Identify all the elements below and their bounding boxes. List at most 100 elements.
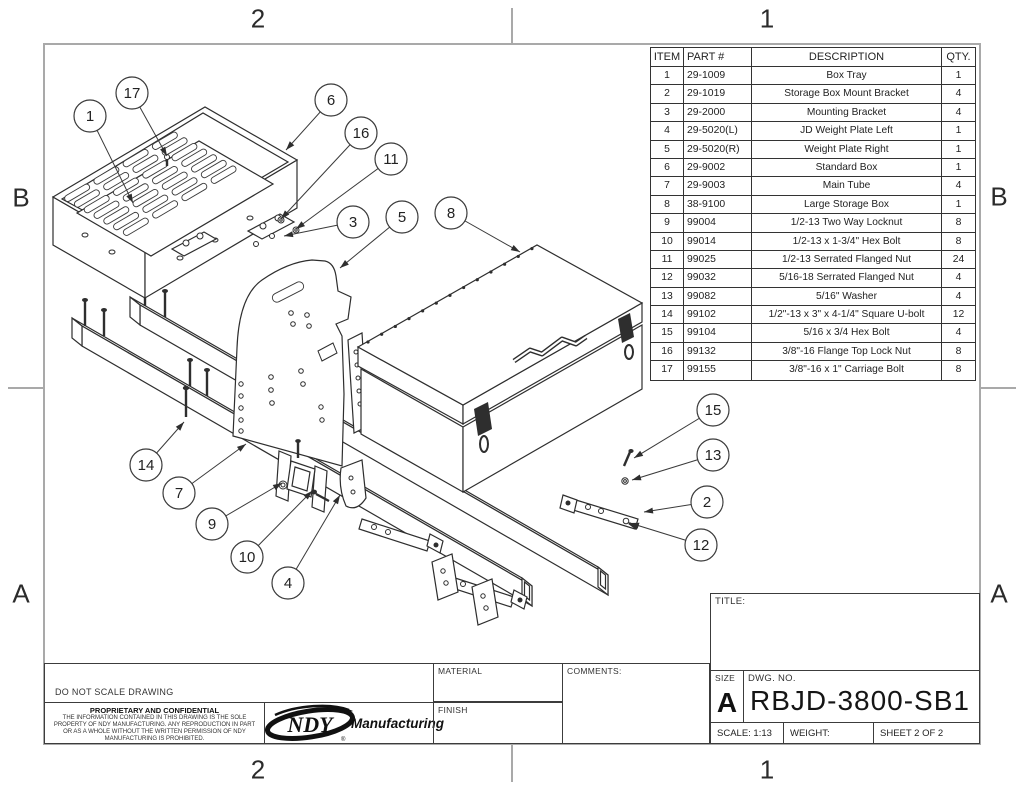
zone-label: B	[990, 181, 1008, 212]
title-cell: TITLE:	[710, 593, 980, 671]
comments-cell: COMMENTS:	[562, 663, 710, 744]
table-cell: 4	[942, 104, 975, 123]
table-cell: 99155	[684, 361, 752, 380]
table-cell: 8	[942, 343, 975, 362]
table-cell: 99004	[684, 214, 752, 233]
mounting-plate	[232, 259, 352, 467]
balloon-number: 1	[86, 108, 94, 125]
table-cell: 5/16-18 Serrated Flanged Nut	[752, 269, 942, 288]
table-cell: 29-2000	[684, 103, 752, 123]
material-cell: MATERIAL	[433, 663, 563, 702]
box-rivets	[366, 247, 534, 344]
size-value: A	[716, 687, 738, 718]
balloon-5	[385, 200, 419, 234]
table-cell: 1	[651, 67, 684, 86]
zone-label: B	[12, 182, 30, 213]
balloon-number: 3	[349, 214, 357, 231]
table-cell: 1/2-13 Serrated Flanged Nut	[752, 250, 942, 270]
tray-slots	[64, 131, 237, 236]
balloon-8	[434, 196, 468, 230]
weight-text: WEIGHT:	[790, 728, 830, 739]
table-cell: 15	[651, 324, 684, 343]
table-cell: 1	[942, 122, 975, 141]
box-handle	[512, 334, 588, 364]
title-label: TITLE:	[715, 596, 746, 607]
table-cell: QTY.	[942, 48, 975, 67]
table-cell: Weight Plate Right	[752, 140, 942, 159]
finish-cell: FINISH	[433, 702, 563, 744]
balloon-number: 9	[208, 516, 216, 533]
table-cell: 12	[651, 269, 684, 288]
balloon-12	[684, 528, 718, 562]
table-cell: PART #	[684, 48, 752, 67]
table-cell: 1	[942, 141, 975, 159]
size-label: SIZE	[715, 673, 736, 683]
table-cell: 1	[942, 196, 975, 215]
balloon-number: 8	[447, 205, 455, 222]
table-cell: JD Weight Plate Left	[752, 122, 942, 141]
table-cell: 99025	[684, 250, 752, 270]
table-cell: 14	[651, 306, 684, 325]
table-cell: 29-1019	[684, 85, 752, 104]
proprietary-heading: PROPRIETARY AND CONFIDENTIAL	[89, 706, 220, 715]
table-cell: Box Tray	[752, 67, 942, 86]
table-cell: 3/8"-16 Flange Top Lock Nut	[752, 342, 942, 362]
table-cell: 11	[651, 250, 684, 270]
table-cell: 2	[651, 85, 684, 104]
balloon-number: 7	[175, 485, 183, 502]
storage-box	[356, 244, 644, 494]
table-cell: 10	[651, 232, 684, 251]
balloon-number: 13	[705, 447, 722, 464]
table-cell: 1/2-13 x 1-3/4" Hex Bolt	[752, 232, 942, 251]
balloon-13	[696, 438, 730, 472]
table-cell: 38-9100	[684, 195, 752, 215]
balloon-number: 11	[383, 151, 399, 168]
table-cell: 4	[942, 85, 975, 104]
table-cell: Mounting Bracket	[752, 103, 942, 123]
table-cell: 8	[651, 195, 684, 215]
table-cell: DESCRIPTION	[752, 48, 942, 67]
balloon-14	[129, 448, 163, 482]
balloon-number: 10	[239, 549, 256, 566]
table-cell: 1/2-13 Two Way Locknut	[752, 214, 942, 233]
table-cell: 4	[942, 288, 975, 307]
sheet-frame	[8, 8, 1016, 782]
balloon-number: 12	[693, 537, 710, 554]
table-cell: Storage Box Mount Bracket	[752, 85, 942, 104]
balloon-15	[696, 393, 730, 427]
table-cell: 29-5020(R)	[684, 140, 752, 159]
balloon-9	[195, 507, 229, 541]
balloon-number: 15	[705, 402, 722, 419]
table-cell: 8	[942, 233, 975, 251]
balloon-1	[73, 99, 107, 133]
table-cell: 1	[942, 67, 975, 86]
table-cell: 9	[651, 214, 684, 233]
zone-label: A	[990, 578, 1008, 609]
table-cell: 4	[942, 177, 975, 196]
balloon-number: 17	[124, 85, 141, 102]
dwg-no-value: RBJD-3800-SB1	[750, 685, 970, 716]
table-cell: 4	[942, 269, 975, 288]
finish-label: FINISH	[438, 705, 468, 715]
balloon-6	[314, 83, 348, 117]
table-cell: 6	[651, 158, 684, 178]
table-cell: Large Storage Box	[752, 195, 942, 215]
balloon-7	[162, 476, 196, 510]
table-cell: 3	[651, 103, 684, 123]
table-cell: 1/2"-13 x 3" x 4-1/4" Square U-bolt	[752, 306, 942, 325]
